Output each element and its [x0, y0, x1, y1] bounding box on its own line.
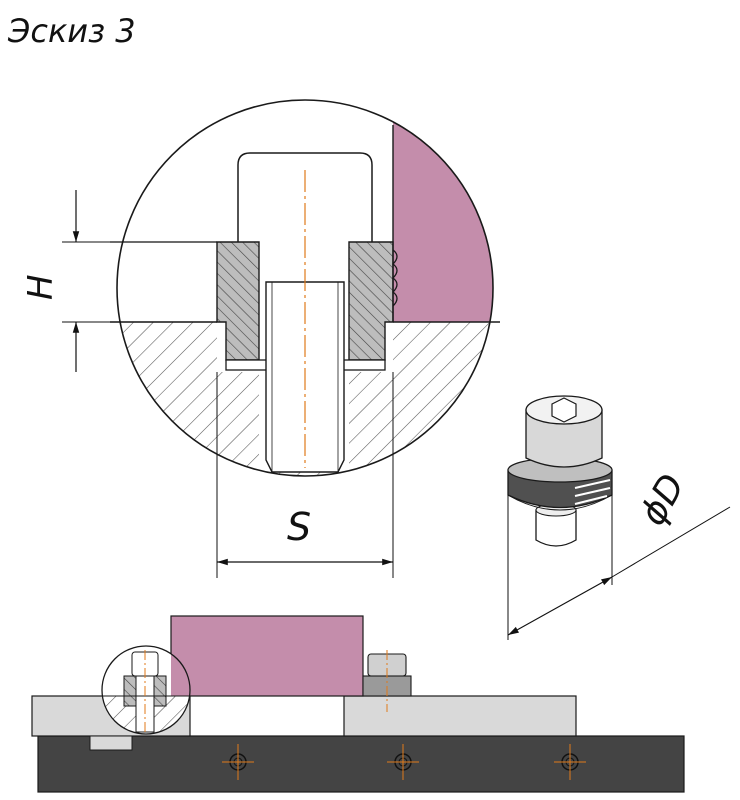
small-detail-view	[101, 645, 191, 735]
dimension-s-label: S	[287, 505, 311, 549]
dimension-h-label: H	[21, 274, 61, 300]
dimension-s: S	[216, 372, 394, 578]
dimension-h: H	[21, 190, 217, 372]
base-hole	[554, 744, 586, 780]
base-hole	[222, 744, 254, 780]
bolt-insert-3d	[507, 395, 613, 547]
dimension-d-label: ϕD	[632, 467, 693, 532]
fixture-assembly	[31, 615, 685, 793]
base-plate	[37, 735, 685, 793]
right-plate	[343, 695, 577, 737]
detail-circle	[116, 99, 494, 477]
base-hole	[387, 744, 419, 780]
clamped-part	[170, 615, 364, 697]
sketch-title: Эскиз 3	[7, 12, 136, 50]
